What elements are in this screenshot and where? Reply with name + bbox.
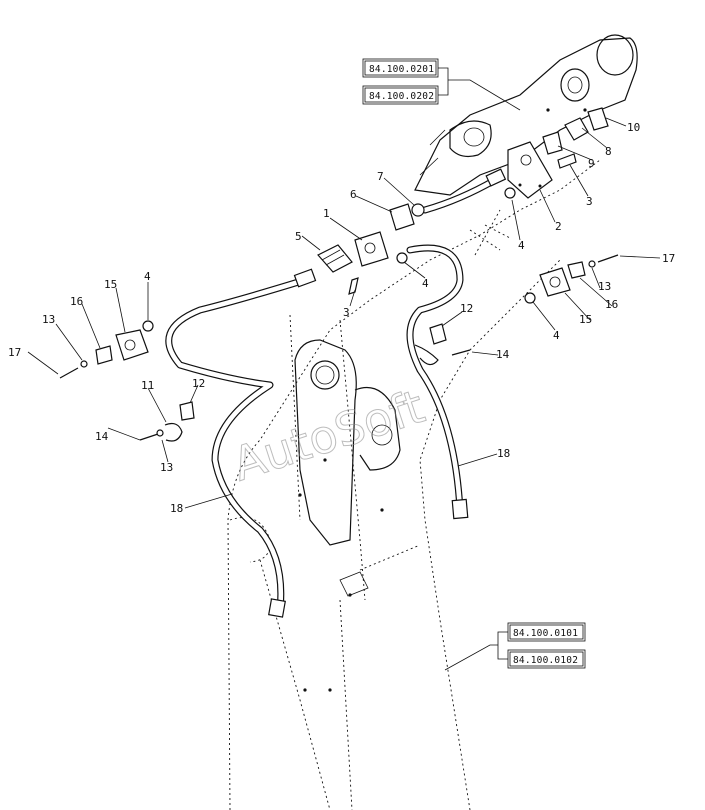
callout-13-left: 13 — [42, 313, 55, 326]
part-washer-8 — [564, 117, 589, 141]
ref-bottom-1-text: 84.100.0101 — [513, 628, 578, 639]
part-clip-left-11 — [164, 422, 183, 442]
callout-13-bottom: 13 — [160, 461, 173, 474]
callout-9: 9 — [588, 157, 595, 170]
part-clamp-right-15 — [539, 267, 571, 297]
part-nut-center-4 — [396, 252, 408, 264]
callout-18-left: 18 — [170, 502, 183, 515]
callout-5: 5 — [295, 230, 302, 243]
callout-15-left: 15 — [104, 278, 117, 291]
reference-box-bottom-2: 84.100.0102 — [507, 649, 586, 669]
callout-4-right: 4 — [553, 329, 560, 342]
callout-8: 8 — [605, 145, 612, 158]
callout-17-left: 17 — [8, 346, 21, 359]
callout-3-left: 3 — [343, 306, 350, 319]
callout-1: 1 — [323, 207, 330, 220]
callout-4-left: 4 — [144, 270, 151, 283]
part-plate-right-16 — [567, 261, 586, 279]
callout-16-right: 16 — [605, 298, 618, 311]
reference-box-top-2: 84.100.0202 — [362, 85, 439, 105]
callout-7: 7 — [377, 170, 384, 183]
callout-18-right: 18 — [497, 447, 510, 460]
boom-pivot-plate — [294, 339, 401, 692]
part-valve-block-2 — [507, 141, 553, 199]
part-washer-left-13 — [80, 360, 88, 368]
callout-16-left: 16 — [70, 295, 83, 308]
part-plate-left-16 — [95, 345, 113, 365]
callout-14-right: 14 — [496, 348, 510, 361]
part-cap-10 — [587, 107, 609, 131]
callout-11: 11 — [141, 379, 154, 392]
ref-top-2-text: 84.100.0202 — [369, 91, 434, 102]
callout-6: 6 — [350, 188, 357, 201]
callout-17-right: 17 — [662, 252, 675, 265]
ref-bottom-2-text: 84.100.0102 — [513, 655, 578, 666]
callout-labels: 1 2 3 3 4 4 4 4 5 6 7 8 9 10 11 12 12 13… — [8, 121, 675, 515]
leader-lines — [27, 117, 661, 509]
hose-fittings — [268, 168, 507, 618]
part-fitting-left-12 — [179, 401, 195, 421]
callout-4-center: 4 — [422, 277, 429, 290]
part-bolt-3-left — [348, 277, 359, 295]
part-nut-block-4 — [504, 187, 516, 199]
part-bolt-left-17 — [59, 367, 79, 379]
callout-3-top: 3 — [586, 195, 593, 208]
part-clip-right-11 — [414, 344, 439, 366]
part-bolt-right-14 — [451, 349, 471, 356]
boom-arm — [227, 159, 601, 810]
part-nut-left-4 — [142, 320, 154, 332]
callout-2: 2 — [555, 220, 562, 233]
callout-13-right: 13 — [598, 280, 611, 293]
callout-12-right: 12 — [460, 302, 473, 315]
part-clamp-left-15 — [115, 329, 149, 361]
part-adapter-5 — [317, 244, 353, 273]
reference-box-bottom-1: 84.100.0101 — [507, 622, 586, 642]
part-fitting-right-12 — [429, 323, 447, 345]
callout-10: 10 — [627, 121, 640, 134]
part-nut-9 — [542, 131, 563, 155]
part-block-1 — [354, 231, 389, 267]
part-seal-7 — [411, 203, 425, 217]
ref-top-1-text: 84.100.0201 — [369, 64, 434, 75]
reference-brackets — [438, 67, 521, 671]
callout-14-left: 14 — [95, 430, 109, 443]
callout-15-right: 15 — [579, 313, 592, 326]
part-adapter-6 — [389, 203, 415, 231]
part-bolt-left-14 — [139, 429, 164, 441]
part-washer-right-13 — [588, 260, 596, 268]
callout-12-left: 12 — [192, 377, 205, 390]
part-bolt-right-17 — [597, 254, 619, 263]
hydraulic-hoses — [165, 176, 499, 614]
callout-4-block: 4 — [518, 239, 525, 252]
part-bolt-3-top — [557, 153, 577, 169]
part-nut-right-4 — [524, 292, 536, 304]
reference-box-top-1: 84.100.0201 — [362, 58, 439, 78]
